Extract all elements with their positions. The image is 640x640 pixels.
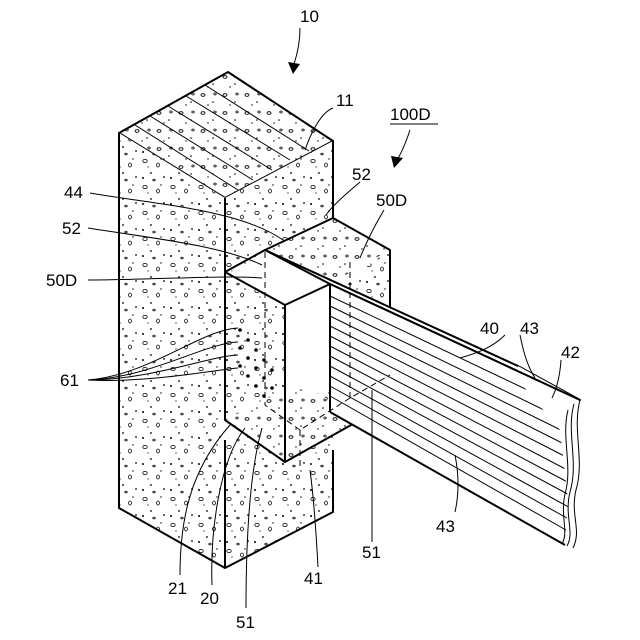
label-member-50D-right: 50D bbox=[376, 191, 407, 210]
label-lower-51-bottom: 51 bbox=[236, 613, 255, 632]
label-grain-top: 43 bbox=[520, 319, 539, 338]
label-element-21: 21 bbox=[168, 579, 187, 598]
label-upper-face-52-left: 52 bbox=[62, 219, 81, 238]
label-column: 11 bbox=[336, 91, 354, 110]
label-member-50D-left: 50D bbox=[46, 271, 77, 290]
label-joint-assembly: 100D bbox=[390, 105, 431, 124]
label-insert-41: 41 bbox=[304, 569, 323, 588]
label-beam-end: 42 bbox=[561, 343, 580, 362]
label-recess: 44 bbox=[64, 183, 83, 202]
label-element-20: 20 bbox=[200, 589, 219, 608]
label-lower-51-right: 51 bbox=[362, 543, 381, 562]
label-fasteners: 61 bbox=[60, 371, 79, 390]
label-upper-face-52-right: 52 bbox=[352, 165, 371, 184]
beam-side-face bbox=[330, 284, 580, 548]
label-grain-side: 43 bbox=[436, 517, 455, 536]
label-assembly: 10 bbox=[300, 7, 319, 26]
label-beam: 40 bbox=[480, 319, 499, 338]
